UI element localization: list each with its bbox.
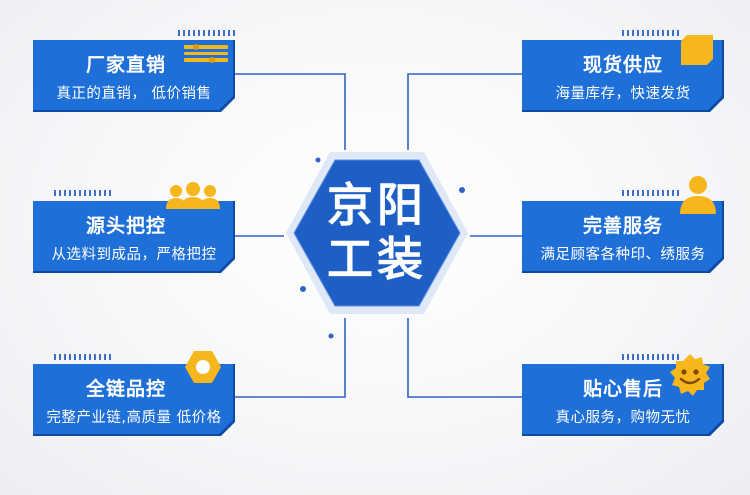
people-group-icon [166, 182, 220, 209]
card-title: 全链品控 [85, 378, 166, 400]
card-direct-sales: 厂家直销 真正的直销， 低价销售 [33, 40, 235, 112]
card-background [522, 201, 724, 273]
card-background [33, 40, 235, 112]
center-hexagon [286, 152, 468, 314]
user-icon [680, 176, 716, 214]
center-title-line2: 工装 [327, 232, 427, 286]
card-description: 海量库存，快速发货 [555, 86, 691, 102]
card-description: 满足顾客各种印、绣服务 [540, 247, 706, 263]
card-background [33, 364, 235, 436]
card-quality-control: 全链品控 完整产业链,高质量 低价格 [33, 364, 235, 436]
card-description: 真正的直销， 低价销售 [56, 86, 212, 102]
card-source-control: 源头把控 从选料到成品，严格把控 [33, 201, 235, 273]
dotted-decoration [622, 190, 680, 196]
dotted-decoration [54, 190, 112, 196]
card-title: 贴心售后 [582, 378, 663, 400]
box-icon [681, 35, 713, 65]
card-stock-supply: 现货供应 海量库存，快速发货 [522, 40, 724, 112]
dotted-decoration [178, 30, 236, 36]
card-description: 完整产业链,高质量 低价格 [46, 410, 222, 426]
card-title: 现货供应 [582, 54, 663, 76]
center-title-line1: 京阳 [327, 178, 427, 232]
card-title: 完善服务 [582, 215, 663, 237]
hex-nut-icon [185, 351, 221, 383]
ruler-tools-icon [184, 44, 228, 63]
dotted-decoration [622, 354, 680, 360]
dotted-decoration [54, 354, 112, 360]
card-background [33, 201, 235, 273]
dotted-decoration [622, 30, 680, 36]
card-description: 从选料到成品，严格把控 [51, 247, 217, 263]
smiley-face-icon [670, 354, 710, 396]
card-title: 厂家直销 [85, 54, 166, 76]
card-complete-service: 完善服务 满足顾客各种印、绣服务 [522, 201, 724, 273]
card-title: 源头把控 [85, 215, 166, 237]
card-background [522, 40, 724, 112]
card-description: 真心服务，购物无忧 [555, 410, 691, 426]
center-title: 京阳 工装 [282, 178, 472, 286]
